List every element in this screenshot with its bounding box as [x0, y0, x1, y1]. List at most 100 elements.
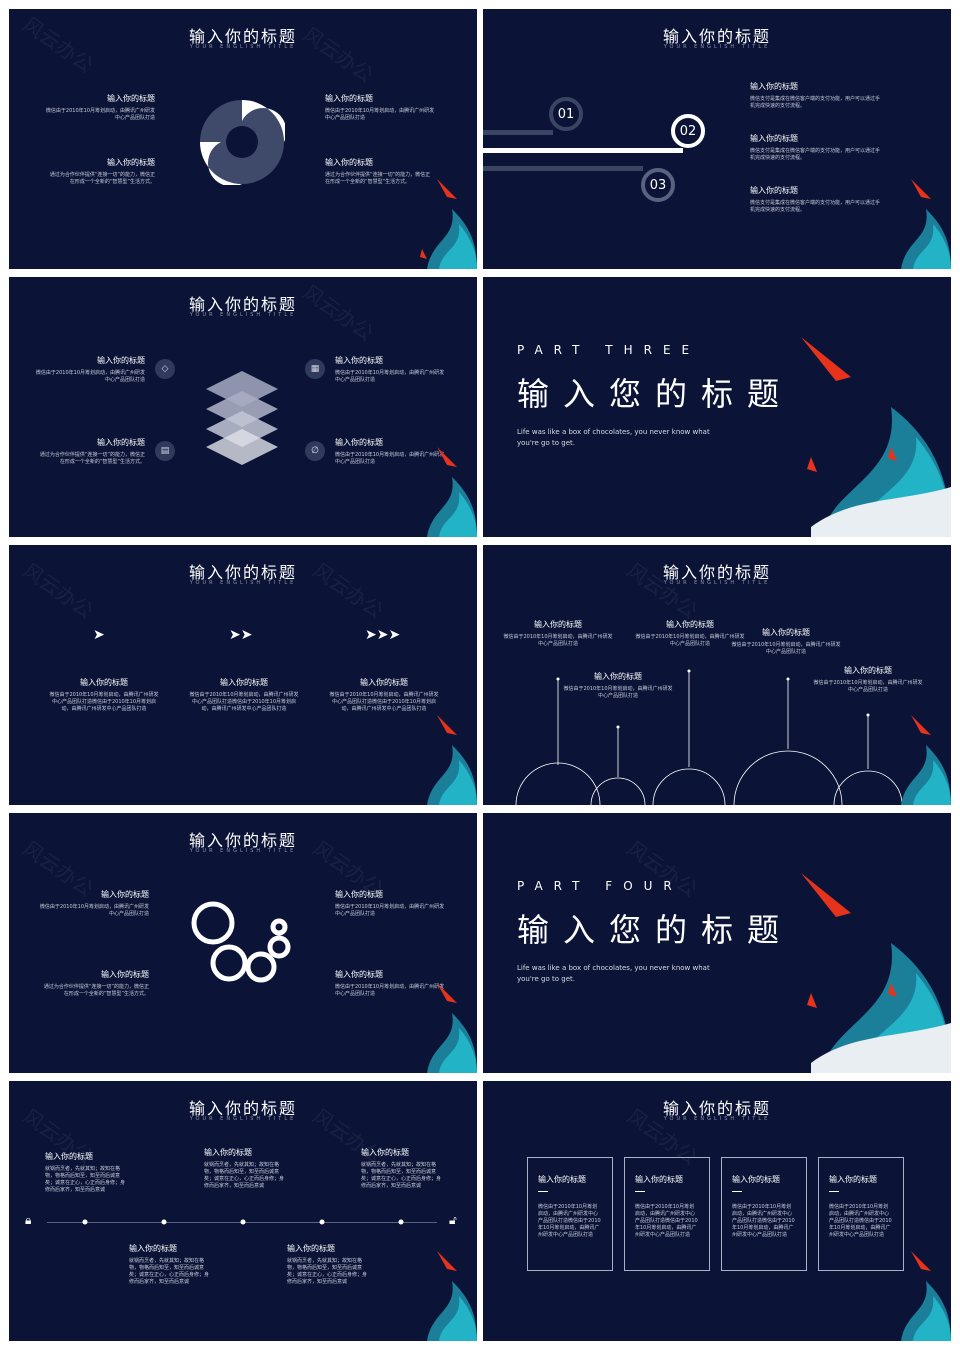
info-body: 微信由于2010年10月筹划启动，由腾讯广州研发中心产品团队打造: [325, 108, 435, 121]
info-heading: 输入你的标题: [129, 1244, 177, 1253]
paper-planes-icon: ➤➤: [229, 627, 253, 643]
slide-3[interactable]: 风云办公 输入你的标题 YOUR ENGLISH TITLE 输入你的标题 微信…: [9, 277, 477, 537]
info-body: 就锅而烹者，先就其知；故知在格物，物格而后知至，知至而后诚意矣；诚意在正心，心正…: [287, 1258, 368, 1285]
slide-6[interactable]: 风云办公 输入你的标题 YOUR ENGLISH TITLE 输入你的标题 微信…: [483, 545, 951, 805]
info-block: 输入你的标题 微信由于2010年10月筹划启动，由腾讯广州研发中心产品团队打造: [35, 355, 145, 384]
text-card: 输入你的标题 微信由于2010年10月筹划启动，由腾讯广州研发中心产品团队打造微…: [818, 1157, 904, 1271]
info-body: 微信由于2010年10月筹划启动，由腾讯广州研发中心产品团队打造: [731, 642, 841, 655]
info-block: 输入你的标题 就锅而烹者，先就其知；故知在格物，物格而后知至，知至而后诚意矣；诚…: [361, 1147, 443, 1190]
slide-subtitle: YOUR ENGLISH TITLE: [189, 580, 297, 586]
fish-wave-decoration: [420, 179, 477, 269]
info-block: 输入你的标题 微信支付是集成在微信客户端的支付功能，用户可以通过手机完成快速的支…: [750, 81, 880, 110]
info-heading: 输入你的标题: [750, 186, 798, 195]
section-title: 输入您的标题: [517, 375, 794, 413]
part-label: PART FOUR: [517, 879, 683, 893]
slide-5[interactable]: 风云办公 风云办公 输入你的标题 YOUR ENGLISH TITLE ➤ ➤➤…: [9, 545, 477, 805]
slide-1[interactable]: 风云办公 风云办公 输入你的标题 YOUR ENGLISH TITLE 输入你的…: [9, 9, 477, 269]
slide-title: 输入你的标题: [662, 27, 771, 46]
info-block: 输入你的标题 微信由于2010年10月筹划启动，由腾讯广州研发中心产品团队打造: [325, 93, 435, 122]
card-body: 微信由于2010年10月筹划启动，由腾讯广州研发中心产品团队打造微信由于2010…: [635, 1204, 698, 1238]
info-body: 微信由于2010年10月筹划启动，由腾讯广州研发中心产品团队打造: [503, 634, 613, 647]
info-block: 输入你的标题 微信由于2010年10月筹划启动，由腾讯广州研发中心产品团队打造: [335, 889, 445, 918]
info-body: 微信支付是集成在微信客户端的支付功能，用户可以通过手机完成快速的支付流程。: [750, 96, 881, 109]
slide-subtitle: YOUR ENGLISH TITLE: [189, 848, 297, 854]
card-body: 微信由于2010年10月筹划启动，由腾讯广州研发中心产品团队打造微信由于2010…: [732, 1204, 795, 1238]
info-body: 就锅而烹者，先就其知；故知在格物，物格而后知至，知至而后诚意矣；诚意在正心，心正…: [129, 1258, 210, 1285]
card-heading: 输入你的标题: [732, 1175, 780, 1184]
card-divider: [538, 1191, 548, 1192]
info-block: 输入你的标题 微信由于2010年10月筹划启动，由腾讯广州研发中心产品团队打造微…: [49, 677, 159, 713]
info-body: 微信由于2010年10月筹划启动，由腾讯广州研发中心产品团队打造: [335, 984, 445, 997]
info-block: 输入你的标题 微信由于2010年10月筹划启动，由腾讯广州研发中心产品团队打造: [563, 671, 673, 700]
card-heading: 输入你的标题: [635, 1175, 683, 1184]
slide-10[interactable]: 风云办公 输入你的标题 YOUR ENGLISH TITLE 输入你的标题 微信…: [483, 1081, 951, 1341]
line-1: [483, 130, 553, 135]
info-block: 输入你的标题 微信由于2010年10月筹划启动，由腾讯广州研发中心产品团队打造: [731, 627, 841, 656]
calendar-icon: ▦: [305, 359, 325, 379]
circles-timeline: [515, 669, 903, 805]
fish-wave-decoration: [901, 715, 951, 805]
slide-subtitle: YOUR ENGLISH TITLE: [189, 1116, 297, 1122]
info-heading: 输入你的标题: [750, 82, 798, 91]
card-heading: 输入你的标题: [538, 1175, 586, 1184]
slide-title: 输入你的标题: [188, 1099, 297, 1118]
slide-title: 输入你的标题: [662, 1099, 771, 1118]
info-block: 输入你的标题 微信由于2010年10月筹划启动，由腾讯广州研发中心产品团队打造: [45, 93, 155, 122]
paper-planes-icon: ➤➤➤: [365, 627, 401, 643]
info-block: 输入你的标题 就锅而烹者，先就其知；故知在格物，物格而后知至，知至而后诚意矣；诚…: [45, 1151, 127, 1194]
info-block: 输入你的标题 通过为合作伙伴提供“连接一切”的能力，微信正在形成一个全新的“智慧…: [45, 157, 155, 186]
info-heading: 输入你的标题: [107, 158, 155, 167]
info-heading: 输入你的标题: [361, 1148, 409, 1157]
info-block: 输入你的标题 微信由于2010年10月筹划启动，由腾讯广州研发中心产品团队打造: [503, 619, 613, 648]
section-title: 输入您的标题: [517, 911, 794, 949]
info-block: 输入你的标题 微信支付是集成在微信客户端的支付功能，用户可以通过手机完成快速的支…: [750, 133, 880, 162]
slide-title: 输入你的标题: [188, 831, 297, 850]
line-3: [483, 166, 643, 171]
info-body: 微信由于2010年10月筹划启动，由腾讯广州研发中心产品团队打造: [335, 904, 445, 917]
slide-subtitle: YOUR ENGLISH TITLE: [663, 44, 771, 50]
info-body: 通过为合作伙伴提供“连接一切”的能力，微信正在形成一个全新的“智慧型”生活方式。: [39, 452, 145, 465]
info-heading: 输入你的标题: [325, 158, 373, 167]
info-body: 微信由于2010年10月筹划启动，由腾讯广州研发中心产品团队打造微信由于2010…: [329, 692, 439, 712]
info-heading: 输入你的标题: [97, 356, 145, 365]
info-heading: 输入你的标题: [360, 678, 408, 687]
info-block: 输入你的标题 微信由于2010年10月筹划启动，由腾讯广州研发中心产品团队打造: [335, 969, 445, 998]
info-heading: 输入你的标题: [750, 134, 798, 143]
slide-title: 输入你的标题: [188, 563, 297, 582]
info-heading: 输入你的标题: [220, 678, 268, 687]
slide-subtitle: YOUR ENGLISH TITLE: [189, 44, 297, 50]
line-2: [483, 148, 683, 153]
info-heading: 输入你的标题: [107, 94, 155, 103]
info-block: 输入你的标题 通过为合作伙伴提供“连接一切”的能力，微信正在形成一个全新的“智慧…: [35, 437, 145, 466]
info-heading: 输入你的标题: [97, 438, 145, 447]
number-badge-01: 01: [549, 97, 583, 131]
card-divider: [732, 1191, 742, 1192]
info-heading: 输入你的标题: [594, 672, 642, 681]
info-body: 就锅而烹者，先就其知；故知在格物，物格而后知至，知至而后诚意矣；诚意在正心，心正…: [204, 1162, 285, 1189]
part-label: PART THREE: [517, 343, 701, 357]
info-block: 输入你的标题 微信由于2010年10月筹划启动，由腾讯广州研发中心产品团队打造微…: [329, 677, 439, 713]
info-heading: 输入你的标题: [762, 628, 810, 637]
lock-icon: 🔒︎: [25, 1213, 32, 1227]
card-divider: [635, 1191, 645, 1192]
card-divider: [829, 1191, 839, 1192]
info-block: 输入你的标题 微信由于2010年10月筹划启动，由腾讯广州研发中心产品团队打造: [335, 355, 445, 384]
info-heading: 输入你的标题: [666, 620, 714, 629]
card-body: 微信由于2010年10月筹划启动，由腾讯广州研发中心产品团队打造微信由于2010…: [829, 1204, 892, 1238]
slide-7[interactable]: 风云办公 风云办公 输入你的标题 YOUR ENGLISH TITLE 输入你的…: [9, 813, 477, 1073]
slide-9[interactable]: 风云办公 风云办公 输入你的标题 YOUR ENGLISH TITLE 输入你的…: [9, 1081, 477, 1341]
info-heading: 输入你的标题: [325, 94, 373, 103]
slide-title: 输入你的标题: [188, 295, 297, 314]
slide-subtitle: YOUR ENGLISH TITLE: [663, 580, 771, 586]
tag-icon: ◇: [155, 359, 175, 379]
slide-2[interactable]: 输入你的标题 YOUR ENGLISH TITLE 01 02 03 输入你的标…: [483, 9, 951, 269]
slide-subtitle: YOUR ENGLISH TITLE: [663, 1116, 771, 1122]
info-block: 输入你的标题 微信由于2010年10月筹划启动，由腾讯广州研发中心产品团队打造微…: [189, 677, 299, 713]
info-block: 输入你的标题 就锅而烹者，先就其知；故知在格物，物格而后知至，知至而后诚意矣；诚…: [204, 1147, 286, 1190]
text-card: 输入你的标题 微信由于2010年10月筹划启动，由腾讯广州研发中心产品团队打造微…: [624, 1157, 710, 1271]
info-body: 微信由于2010年10月筹划启动，由腾讯广州研发中心产品团队打造: [35, 370, 145, 383]
info-body: 微信由于2010年10月筹划启动，由腾讯广州研发中心产品团队打造微信由于2010…: [189, 692, 299, 712]
slide-8[interactable]: 风云办公 PART FOUR 输入您的标题 Life was like a bo…: [483, 813, 951, 1073]
slide-4[interactable]: PART THREE 输入您的标题 Life was like a box of…: [483, 277, 951, 537]
info-body: 微信由于2010年10月筹划启动，由腾讯广州研发中心产品团队打造微信由于2010…: [49, 692, 159, 712]
